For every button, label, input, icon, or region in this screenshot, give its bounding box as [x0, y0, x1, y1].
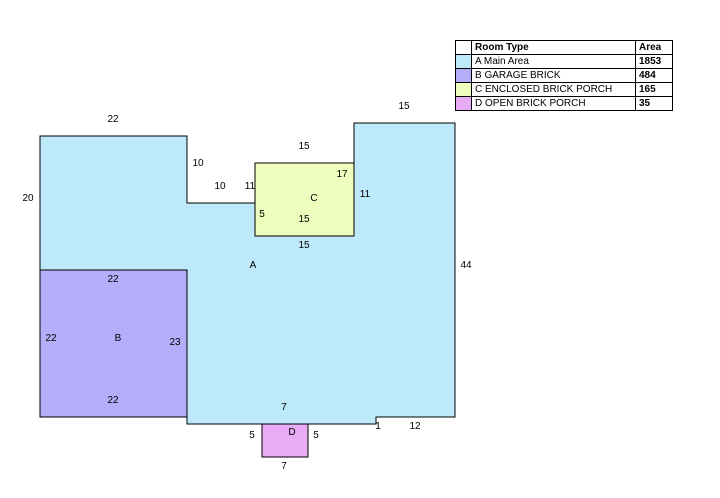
legend-row: D OPEN BRICK PORCH 35 — [455, 96, 673, 111]
legend-row: C ENCLOSED BRICK PORCH 165 — [455, 82, 673, 97]
legend-swatch-d — [455, 96, 472, 111]
dim-main-bottom-jog: 1 — [375, 421, 381, 432]
dim-garage-top: 22 — [107, 274, 119, 285]
legend-area-a: 1853 — [635, 54, 673, 69]
legend-header-area: Area — [635, 40, 673, 55]
dim-porch-d-left: 5 — [249, 430, 255, 441]
dim-main-step-down: 10 — [192, 158, 204, 169]
legend-header-row: Room Type Area — [455, 40, 673, 55]
room-c-enclosed-porch — [254, 162, 355, 237]
dim-porch-c-inner-bottom: 15 — [298, 214, 310, 225]
legend-label-d: D OPEN BRICK PORCH — [471, 96, 636, 111]
dim-garage-bottom: 22 — [107, 395, 119, 406]
legend-area-d: 35 — [635, 96, 673, 111]
dim-porch-c-bottom: 15 — [298, 240, 310, 251]
dim-porch-c-top: 15 — [298, 141, 310, 152]
dim-porch-c-right: 11 — [360, 189, 371, 200]
legend-label-b: B GARAGE BRICK — [471, 68, 636, 83]
room-d-open-porch — [261, 423, 309, 458]
dim-main-bottom-right: 12 — [409, 421, 421, 432]
dim-garage-left: 22 — [45, 333, 57, 344]
legend-swatch-a — [455, 54, 472, 69]
legend-area-c: 165 — [635, 82, 673, 97]
dim-garage-right: 23 — [169, 337, 181, 348]
legend-label-a: A Main Area — [471, 54, 636, 69]
room-d-label: D — [288, 427, 295, 438]
room-b-label: B — [115, 333, 122, 344]
legend-header-swatch — [455, 40, 472, 55]
dim-main-left: 20 — [22, 193, 34, 204]
dim-porch-d-right: 5 — [313, 430, 319, 441]
legend-header-room-type: Room Type — [471, 40, 636, 55]
dim-porch-c-inner-right: 17 — [336, 169, 348, 180]
room-a-label: A — [250, 260, 257, 271]
dim-porch-d-bottom: 7 — [281, 461, 287, 472]
dim-main-right: 44 — [460, 260, 472, 271]
legend-label-c: C ENCLOSED BRICK PORCH — [471, 82, 636, 97]
dim-main-top-right: 15 — [398, 101, 410, 112]
room-legend-table: Room Type Area A Main Area 1853 B GARAGE… — [455, 40, 673, 111]
dim-porch-c-left: 5 — [259, 209, 265, 220]
room-b-garage — [39, 269, 188, 418]
legend-row: A Main Area 1853 — [455, 54, 673, 69]
legend-swatch-b — [455, 68, 472, 83]
room-c-label: C — [310, 193, 317, 204]
dim-main-top-left: 22 — [107, 114, 119, 125]
dim-main-bottom-mid: 7 — [281, 402, 287, 413]
legend-swatch-c — [455, 82, 472, 97]
dim-porch-c-left-top: 11 — [245, 181, 256, 192]
legend-area-b: 484 — [635, 68, 673, 83]
legend-row: B GARAGE BRICK 484 — [455, 68, 673, 83]
dim-main-step-across: 10 — [214, 181, 226, 192]
